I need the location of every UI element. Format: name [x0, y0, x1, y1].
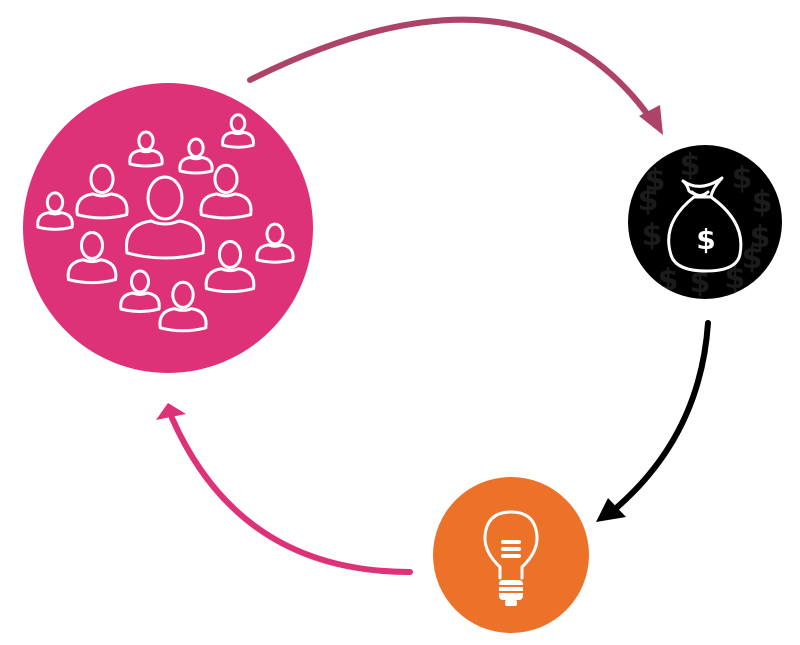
dollar-pattern-glyph: $	[658, 263, 679, 298]
dollar-pattern-glyph: $	[680, 148, 701, 183]
person-icon	[204, 239, 256, 294]
person-icon	[75, 163, 129, 220]
idea-node	[433, 477, 589, 633]
person-icon	[36, 191, 74, 231]
person-icon	[199, 163, 253, 220]
person-icon	[178, 137, 214, 175]
money-bag-icon: $	[667, 176, 743, 273]
dollar-pattern-glyph: $	[638, 183, 659, 218]
dollar-symbol: $	[696, 223, 715, 256]
lightbulb-icon	[483, 510, 539, 606]
community-node	[23, 83, 313, 373]
dollar-pattern-glyph: $	[752, 185, 773, 220]
person-icon	[255, 222, 295, 264]
person-icon	[158, 280, 208, 333]
arrow-money-to-idea	[596, 320, 711, 522]
person-icon	[221, 113, 255, 149]
dollar-pattern-glyph: $	[690, 265, 711, 300]
dollar-pattern-glyph: $	[750, 220, 771, 255]
money-node: $$$$$$$$$$$ $	[628, 145, 782, 300]
dollar-pattern-glyph: $	[742, 241, 763, 276]
dollar-pattern-glyph: $	[642, 218, 663, 253]
person-icon	[125, 175, 205, 260]
person-icon	[119, 269, 161, 313]
arrow-idea-to-community	[156, 403, 413, 575]
dollar-pattern-glyph: $	[725, 261, 746, 296]
dollar-pattern-glyph: $	[732, 161, 753, 196]
dollar-pattern-glyph: $	[645, 163, 666, 198]
dollar-pattern: $$$$$$$$$$$	[638, 148, 773, 300]
person-icon	[66, 230, 118, 285]
person-icon	[128, 130, 164, 168]
people-group-icon	[36, 113, 295, 333]
arrow-community-to-money	[247, 16, 663, 135]
